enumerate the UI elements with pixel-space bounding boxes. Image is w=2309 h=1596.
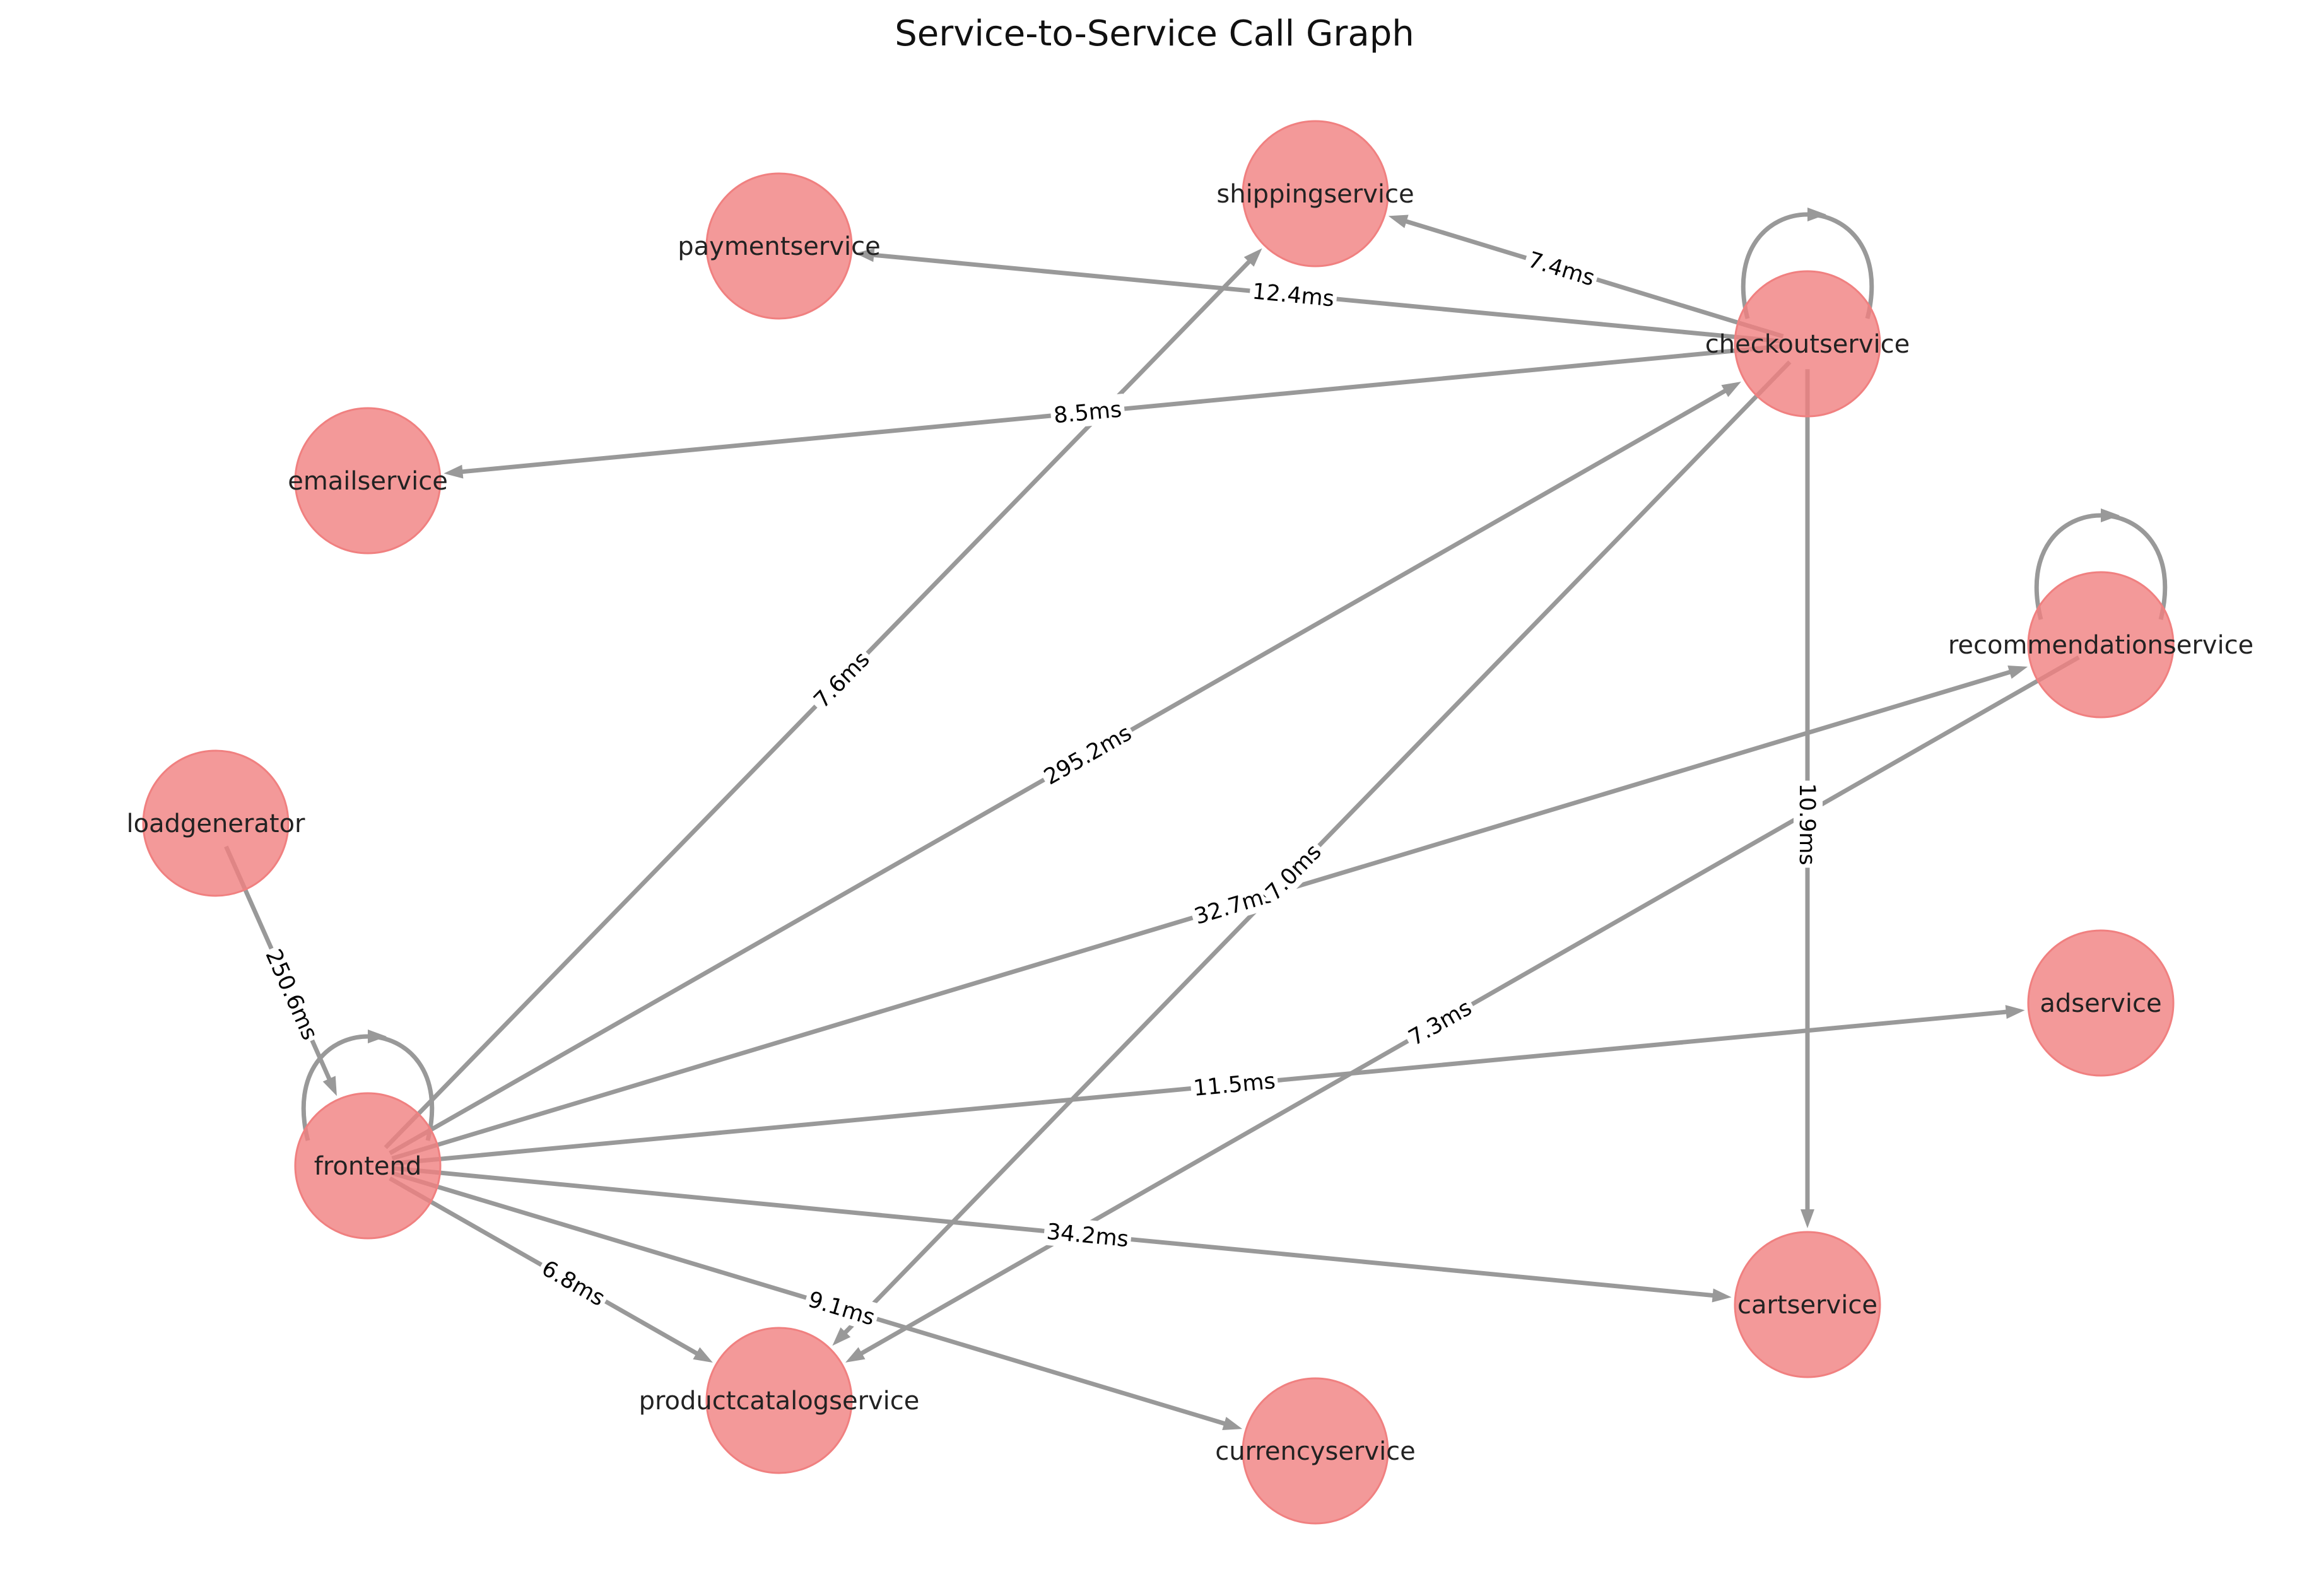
- node-productcatalogservice-circle[interactable]: [705, 1327, 853, 1474]
- edge-frontend-to-adservice-label: 11.5ms: [1189, 1065, 1279, 1103]
- edge-frontend-to-currencyservice-arrowhead: [1222, 1416, 1243, 1431]
- node-loadgenerator[interactable]: loadgenerator: [126, 749, 305, 897]
- edge-checkoutservice-to-emailservice-label-bg: [1049, 394, 1126, 430]
- edge-frontend-to-adservice-label-bg: [1189, 1065, 1279, 1103]
- node-loadgenerator-label: loadgenerator: [126, 809, 305, 838]
- node-paymentservice-circle[interactable]: [705, 172, 853, 320]
- edge-frontend-to-shippingservice-label: 7.6ms: [804, 642, 878, 716]
- edge-checkoutservice-to-productcatalogservice-label: 7.0ms: [1257, 835, 1329, 908]
- node-adservice[interactable]: adservice: [2027, 929, 2175, 1077]
- edge-frontend-to-frontend-arrowhead: [368, 1030, 387, 1043]
- node-checkoutservice-label: checkoutservice: [1705, 330, 1910, 359]
- edge-loadgenerator-to-frontend-label: 250.6ms: [259, 942, 326, 1047]
- node-frontend-label: frontend: [314, 1152, 422, 1181]
- edge-checkoutservice-to-paymentservice-label-bg: [1249, 276, 1338, 313]
- node-frontend-circle[interactable]: [294, 1092, 442, 1240]
- node-currencyservice[interactable]: currencyservice: [1215, 1377, 1416, 1525]
- edge-recommendationservice-to-productcatalogservice-label-text: 7.3ms: [1404, 995, 1476, 1051]
- node-adservice-label: adservice: [2040, 989, 2161, 1018]
- edge-frontend-to-adservice-arrowhead: [2005, 1005, 2025, 1019]
- edge-frontend-to-checkoutservice-label: 295.2ms: [1037, 717, 1138, 792]
- node-shippingservice-label: shippingservice: [1216, 180, 1414, 209]
- edge-checkoutservice-to-emailservice-arrowhead: [444, 464, 464, 479]
- edge-recommendationservice-to-productcatalogservice-arrowhead: [845, 1347, 866, 1363]
- edge-loadgenerator-to-frontend-arrowhead: [322, 1076, 337, 1096]
- edge-checkoutservice-to-checkoutservice-arrowhead: [1807, 208, 1826, 221]
- node-adservice-circle[interactable]: [2027, 929, 2175, 1077]
- node-recommendationservice-circle[interactable]: [2027, 571, 2175, 719]
- edge-checkoutservice-to-cartservice-label-text: 10.9ms: [1794, 783, 1819, 865]
- edge-checkoutservice-to-shippingservice-arrowhead: [1388, 214, 1409, 228]
- node-checkoutservice-circle[interactable]: [1734, 270, 1881, 418]
- edge-checkoutservice-to-paymentservice-arrowhead: [855, 248, 875, 262]
- node-emailservice[interactable]: emailservice: [288, 407, 448, 554]
- edge-frontend-to-shippingservice-label-bg: [804, 642, 878, 716]
- edge-frontend-to-shippingservice-arrowhead: [1243, 248, 1262, 267]
- edge-checkoutservice-to-productcatalogservice-label-bg: [1257, 835, 1329, 908]
- edge-checkoutservice-to-productcatalogservice-arrowhead: [832, 1327, 851, 1346]
- node-emailservice-label: emailservice: [288, 467, 448, 496]
- edge-frontend-to-productcatalogservice-arrowhead: [693, 1347, 713, 1363]
- node-cartservice-circle[interactable]: [1734, 1231, 1881, 1378]
- node-cartservice-label: cartservice: [1737, 1291, 1877, 1320]
- node-currencyservice-label: currencyservice: [1215, 1437, 1416, 1466]
- edge-frontend-to-checkoutservice-label-bg: [1037, 717, 1138, 792]
- node-currencyservice-circle[interactable]: [1242, 1377, 1389, 1525]
- edge-recommendationservice-to-productcatalogservice-label: 7.3ms: [1400, 991, 1479, 1053]
- edge-frontend-to-currencyservice-label-bg: [802, 1283, 881, 1332]
- edge-checkoutservice-to-paymentservice-label: 12.4ms: [1249, 276, 1338, 313]
- node-recommendationservice-label: recommendationservice: [1948, 631, 2253, 660]
- node-paymentservice-label: paymentservice: [678, 232, 880, 261]
- edge-checkoutservice-to-emailservice-label: 8.5ms: [1049, 394, 1126, 430]
- edge-checkoutservice-to-cartservice-label: 10.9ms: [1794, 780, 1823, 868]
- nodes-layer: frontend checkoutservice recommendationser…: [126, 120, 2253, 1525]
- diagram-title: Service-to-Service Call Graph: [895, 13, 1414, 54]
- edge-checkoutservice-to-cartservice-arrowhead: [1801, 1209, 1814, 1228]
- node-cartservice[interactable]: cartservice: [1734, 1231, 1881, 1378]
- edge-frontend-to-cartservice-label: 34.2ms: [1043, 1216, 1132, 1253]
- edge-frontend-to-productcatalogservice-label: 6.8ms: [534, 1252, 613, 1314]
- edge-frontend-to-shippingservice-label-text: 7.6ms: [809, 647, 875, 713]
- node-loadgenerator-circle[interactable]: [142, 749, 290, 897]
- edge-frontend-to-recommendationservice-arrowhead: [2007, 665, 2028, 679]
- edge-frontend-to-productcatalogservice-label-text: 6.8ms: [538, 1256, 609, 1311]
- edge-recommendationservice-to-recommendationservice-arrowhead: [2101, 508, 2120, 522]
- node-shippingservice-circle[interactable]: [1242, 120, 1389, 267]
- edge-checkoutservice-to-productcatalogservice-label-text: 7.0ms: [1261, 840, 1327, 906]
- edge-checkoutservice-to-shippingservice-label: 7.4ms: [1522, 243, 1601, 293]
- node-productcatalogservice-label: productcatalogservice: [639, 1387, 920, 1416]
- node-recommendationservice[interactable]: recommendationservice: [1948, 571, 2253, 719]
- edge-frontend-to-checkoutservice-arrowhead: [1721, 381, 1741, 397]
- edge-frontend-to-recommendationservice-label-bg: [1188, 878, 1280, 931]
- node-checkoutservice[interactable]: checkoutservice: [1705, 270, 1910, 418]
- edge-frontend-to-cartservice-arrowhead: [1712, 1288, 1732, 1303]
- edge-checkoutservice-to-cartservice-label-bg: [1794, 780, 1823, 868]
- edge-loadgenerator-to-frontend-label-bg: [259, 942, 326, 1047]
- node-emailservice-circle[interactable]: [294, 407, 442, 554]
- node-productcatalogservice[interactable]: productcatalogservice: [639, 1327, 920, 1474]
- edge-checkoutservice-to-shippingservice-label-bg: [1522, 243, 1601, 293]
- edge-labels-layer: 250.6ms7.6ms295.2ms32.7ms11.5ms34.2ms9.1…: [259, 243, 1823, 1332]
- node-paymentservice[interactable]: paymentservice: [678, 172, 881, 320]
- node-frontend[interactable]: frontend: [294, 1092, 442, 1240]
- edge-frontend-to-cartservice-label-bg: [1043, 1216, 1132, 1253]
- edges-layer: [224, 208, 2168, 1431]
- edge-recommendationservice-to-productcatalogservice-label-bg: [1400, 991, 1479, 1053]
- edge-frontend-to-checkoutservice-label-text: 295.2ms: [1040, 720, 1136, 790]
- node-shippingservice[interactable]: shippingservice: [1216, 120, 1414, 267]
- edge-frontend-to-currencyservice-label: 9.1ms: [802, 1283, 881, 1332]
- edge-frontend-to-productcatalogservice-label-bg: [534, 1252, 613, 1314]
